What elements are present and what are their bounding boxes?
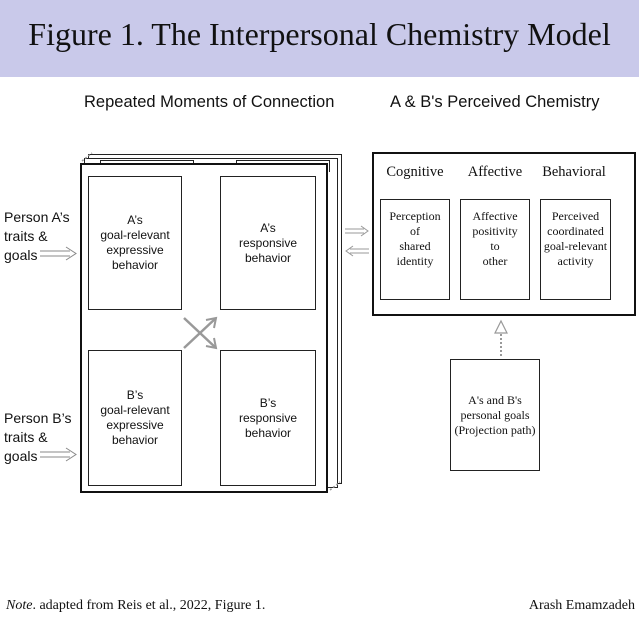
b-expressive-line-3: expressive — [106, 418, 164, 432]
b-responsive-line-1: B’s — [259, 395, 277, 410]
cognitive-line-2: of — [410, 224, 420, 238]
title-banner: Figure 1. The Interpersonal Chemistry Mo… — [0, 0, 639, 77]
person-a-label: Person A’s traits & goals — [4, 208, 70, 265]
footer-author: Arash Emamzadeh — [528, 598, 635, 613]
behavioral-line-2: coordinated — [547, 224, 604, 238]
cross-arrows — [183, 316, 218, 350]
cognitive-line-3: shared — [399, 239, 431, 253]
a-expressive-line-3: expressive — [106, 243, 164, 257]
b-expressive-box: B’s goal-relevant expressive behavior — [88, 350, 182, 486]
affective-line-3: to — [490, 239, 500, 253]
a-expressive-line-1: A’s — [127, 213, 143, 227]
affective-line-1: Affective — [472, 209, 518, 223]
person-b-line-1: Person B’s — [4, 410, 72, 426]
footer-note: Note. adapted from Reis et al., 2022, Fi… — [6, 598, 265, 614]
behavioral-line-3: goal-relevant — [543, 239, 608, 253]
person-b-line-2: traits & — [4, 429, 48, 445]
affective-line-2: positivity — [472, 224, 518, 238]
moments-heading: Repeated Moments of Connection — [84, 93, 335, 111]
note-label: Note — [6, 598, 33, 613]
person-b-label: Person B’s traits & goals — [4, 409, 71, 466]
note-text: . adapted from Reis et al., 2022, Figure… — [32, 598, 266, 613]
a-responsive-line-3: behavior — [244, 250, 292, 265]
b-expressive-line-2: goal-relevant — [100, 403, 170, 417]
projection-arrow — [494, 319, 508, 356]
a-responsive-box: A’s responsive behavior — [220, 176, 316, 310]
behavioral-line-4: activity — [557, 254, 594, 268]
behavioral-title: Behavioral — [542, 164, 606, 180]
goals-line-2: personal goals — [460, 407, 530, 422]
cognitive-box: Perception of shared identity — [380, 199, 450, 300]
goals-line-1: A's and B's — [468, 392, 522, 407]
person-a-line-1: Person A’s — [4, 209, 70, 225]
behavioral-box: Perceived coordinated goal-relevant acti… — [540, 199, 611, 300]
personal-goals-box: A's and B's personal goals (Projection p… — [450, 359, 540, 471]
cognitive-title: Cognitive — [386, 164, 444, 180]
person-a-line-2: traits & — [4, 228, 48, 244]
stack-corner-bottom — [329, 481, 341, 491]
a-expressive-line-4: behavior — [111, 258, 159, 272]
a-responsive-line-2: responsive — [238, 235, 298, 250]
b-expressive-line-1: B’s — [126, 388, 144, 402]
b-expressive-line-4: behavior — [111, 433, 159, 447]
affective-line-4: other — [482, 254, 508, 268]
a-expressive-line-2: goal-relevant — [100, 228, 170, 242]
chemistry-heading: A & B's Perceived Chemistry — [390, 93, 600, 111]
stack-corner-top — [81, 152, 93, 162]
figure-title: Figure 1. The Interpersonal Chemistry Mo… — [28, 16, 611, 52]
a-expressive-box: A’s goal-relevant expressive behavior — [88, 176, 182, 310]
person-b-line-3: goals — [4, 448, 38, 464]
b-responsive-line-2: responsive — [238, 410, 298, 425]
person-a-line-3: goals — [4, 247, 38, 263]
goals-line-3: (Projection path) — [454, 422, 536, 437]
b-responsive-box: B’s responsive behavior — [220, 350, 316, 486]
person-b-arrow — [40, 447, 77, 462]
cognitive-line-4: identity — [396, 254, 434, 268]
behavioral-line-1: Perceived — [551, 209, 600, 223]
b-responsive-line-3: behavior — [244, 425, 292, 440]
cognitive-line-1: Perception — [389, 209, 441, 223]
bidirectional-arrows — [345, 225, 369, 257]
affective-box: Affective positivity to other — [460, 199, 530, 300]
a-responsive-line-1: A’s — [260, 220, 276, 235]
affective-title: Affective — [467, 164, 523, 180]
person-a-arrow — [40, 246, 77, 261]
